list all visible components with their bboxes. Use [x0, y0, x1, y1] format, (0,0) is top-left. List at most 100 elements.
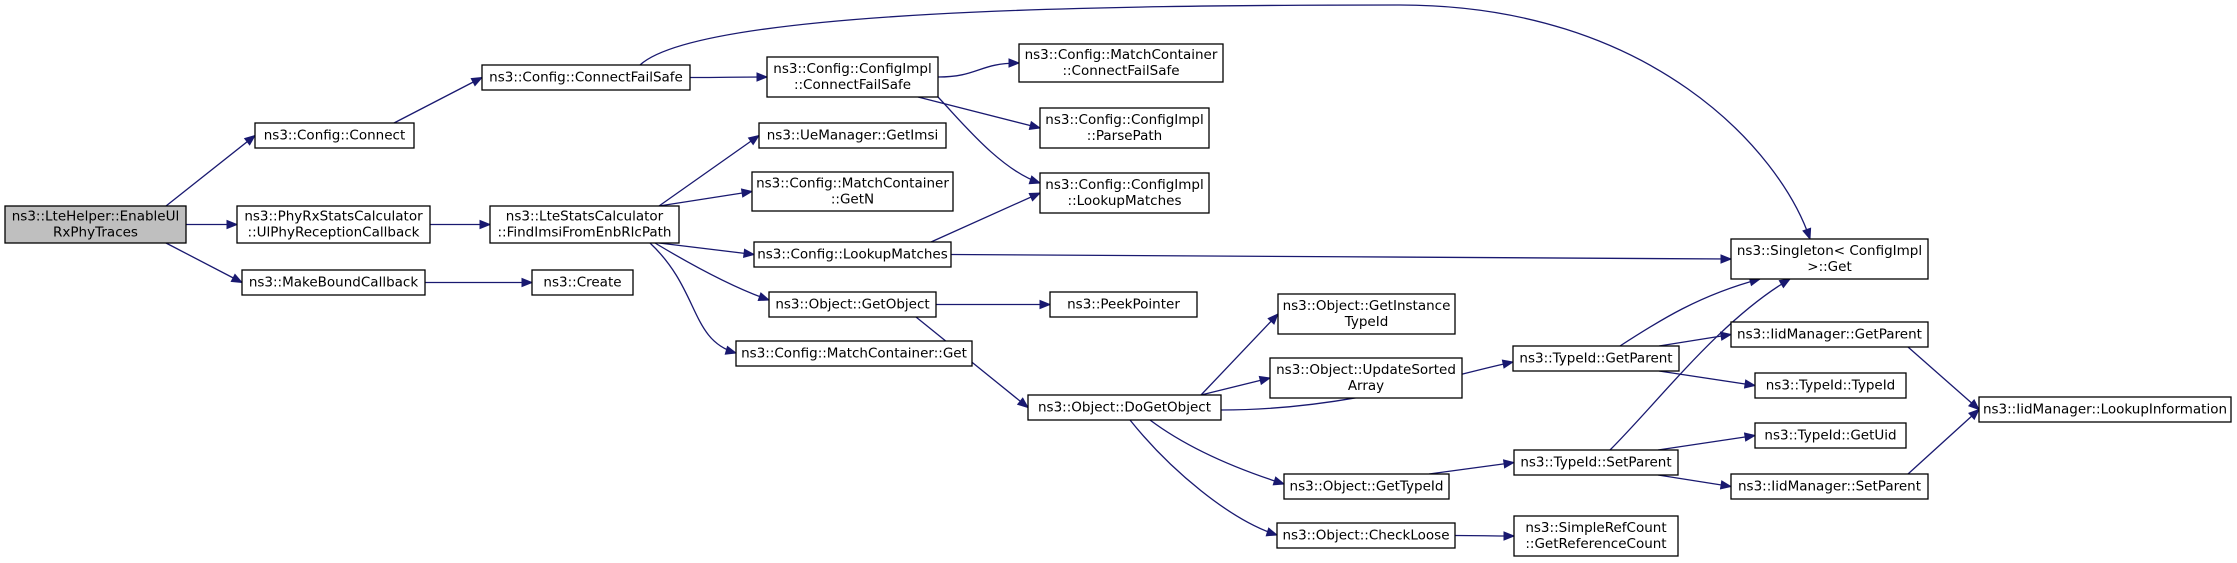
- edge-cfs-to-cicfs-arrowhead: [756, 72, 769, 82]
- node-box[interactable]: [1730, 473, 1929, 500]
- node-box[interactable]: [1283, 473, 1450, 500]
- node-label: ns3::Config::MatchContainer::Get: [741, 346, 967, 362]
- node-label: ns3::MakeBoundCallback: [249, 275, 419, 291]
- node-box[interactable]: [753, 241, 952, 268]
- edge-tsetparent-to-getuid: [1657, 434, 1756, 451]
- node-phyrx[interactable]: ns3::PhyRxStatsCalculator::UlPhyReceptio…: [236, 205, 431, 244]
- node-box[interactable]: [531, 269, 634, 296]
- node-cilookup[interactable]: ns3::Config::ConfigImpl::LookupMatches: [1039, 172, 1210, 214]
- node-connect[interactable]: ns3::Config::Connect: [254, 122, 415, 149]
- node-box[interactable]: [735, 340, 973, 367]
- edge-lookup-to-singleton-arrowhead: [1720, 254, 1733, 264]
- edge-dogetobj-to-checkloose-arrowhead: [1265, 527, 1279, 537]
- node-gettypeid[interactable]: ns3::Object::GetTypeId: [1283, 473, 1450, 500]
- node-label: ns3::TypeId::GetParent: [1519, 351, 1672, 367]
- node-getuid[interactable]: ns3::TypeId::GetUid: [1754, 422, 1907, 449]
- node-singleton[interactable]: ns3::Singleton< ConfigImpl >::Get: [1730, 238, 1929, 280]
- edge-cicfs-to-cilookup-arrowhead: [1028, 175, 1042, 185]
- node-box[interactable]: [1027, 394, 1222, 421]
- node-mcgetn[interactable]: ns3::Config::MatchContainer::GetN: [751, 171, 954, 212]
- node-box[interactable]: [4, 205, 187, 244]
- node-box[interactable]: [489, 205, 680, 244]
- edge-cicfs-to-mccfs: [937, 62, 1020, 78]
- node-label: ns3::LteStatsCalculator: [506, 209, 664, 225]
- node-box[interactable]: [1049, 291, 1198, 318]
- edge-tsetparent-to-getuid-arrowhead: [1743, 432, 1757, 442]
- node-label: ::FindImsiFromEnbRlcPath: [498, 225, 672, 241]
- node-mkbound[interactable]: ns3::MakeBoundCallback: [241, 269, 426, 296]
- edge-ltestats-to-lookup-arrowhead: [743, 248, 756, 258]
- node-box[interactable]: [1512, 345, 1680, 372]
- node-box[interactable]: [1039, 172, 1210, 214]
- node-lookup[interactable]: ns3::Config::LookupMatches: [753, 241, 952, 268]
- node-label: ::UlPhyReceptionCallback: [248, 225, 420, 241]
- edge-root-to-connect-arrowhead: [243, 134, 257, 146]
- node-create[interactable]: ns3::Create: [531, 269, 634, 296]
- node-box[interactable]: [1513, 449, 1679, 476]
- node-box[interactable]: [1269, 357, 1463, 399]
- node-box[interactable]: [1513, 515, 1679, 557]
- node-parsepath[interactable]: ns3::Config::ConfigImpl::ParsePath: [1039, 107, 1210, 149]
- node-uemgr[interactable]: ns3::UeManager::GetImsi: [758, 122, 947, 149]
- edge-tsetparent-to-iidsetparent-arrowhead: [1719, 480, 1733, 490]
- node-box[interactable]: [768, 291, 937, 318]
- node-label: ns3::IidManager::GetParent: [1737, 327, 1922, 343]
- edge-tgetparent-to-iidgetparent-arrowhead: [1719, 331, 1733, 341]
- node-getobj[interactable]: ns3::Object::GetObject: [768, 291, 937, 318]
- node-box[interactable]: [254, 122, 415, 149]
- node-box[interactable]: [758, 122, 947, 149]
- node-label: ns3::Config::Connect: [264, 128, 406, 144]
- node-lookupinfo[interactable]: ns3::IidManager::LookupInformation: [1978, 396, 2232, 423]
- node-box[interactable]: [1018, 43, 1224, 83]
- node-box[interactable]: [1754, 422, 1907, 449]
- node-mcget[interactable]: ns3::Config::MatchContainer::Get: [735, 340, 973, 367]
- node-label: ns3::Object::DoGetObject: [1038, 400, 1211, 416]
- node-box[interactable]: [1730, 238, 1929, 280]
- node-box[interactable]: [481, 64, 691, 91]
- node-label: ns3::Object::GetTypeId: [1290, 479, 1444, 495]
- node-label: RxPhyTraces: [53, 225, 138, 241]
- node-mccfs[interactable]: ns3::Config::MatchContainer::ConnectFail…: [1018, 43, 1224, 83]
- edge-lookup-to-singleton: [950, 253, 1732, 260]
- node-box[interactable]: [1978, 396, 2232, 423]
- edge-root-to-mkbound-arrowhead: [230, 273, 244, 284]
- node-ltestats[interactable]: ns3::LteStatsCalculator::FindImsiFromEnb…: [489, 205, 680, 244]
- node-box[interactable]: [1039, 107, 1210, 149]
- node-tsetparent[interactable]: ns3::TypeId::SetParent: [1513, 449, 1679, 476]
- node-label: ns3::Config::ConfigImpl: [773, 61, 931, 77]
- node-label: ns3::Config::LookupMatches: [757, 247, 948, 263]
- edge-iidgetparent-to-lookupinfo-arrowhead: [1967, 399, 1981, 411]
- node-box[interactable]: [1730, 321, 1929, 348]
- node-label: ns3::Config::ConfigImpl: [1045, 177, 1203, 193]
- node-label: TypeId: [1344, 314, 1389, 330]
- node-tgetparent[interactable]: ns3::TypeId::GetParent: [1512, 345, 1680, 372]
- node-srcget[interactable]: ns3::SimpleRefCount::GetReferenceCount: [1513, 515, 1679, 557]
- node-box[interactable]: [1277, 293, 1456, 335]
- edge-checkloose-to-srcget-arrowhead: [1503, 531, 1516, 541]
- edge-tsetparent-to-singleton: [1609, 278, 1791, 451]
- edge-tgetparent-to-typeidtypeid: [1658, 370, 1756, 387]
- node-label: ns3::Object::UpdateSorted: [1276, 362, 1456, 378]
- node-iidgetparent[interactable]: ns3::IidManager::GetParent: [1730, 321, 1929, 348]
- node-box[interactable]: [236, 205, 431, 244]
- node-cfs[interactable]: ns3::Config::ConnectFailSafe: [481, 64, 691, 91]
- edge-dogetobj-to-getinst-arrowhead: [1267, 313, 1279, 325]
- node-box[interactable]: [241, 269, 426, 296]
- node-dogetobj[interactable]: ns3::Object::DoGetObject: [1027, 394, 1222, 421]
- edge-lookup-to-cilookup: [930, 192, 1041, 243]
- node-peek[interactable]: ns3::PeekPointer: [1049, 291, 1198, 318]
- node-box[interactable]: [766, 56, 939, 98]
- node-label: ns3::Object::GetInstance: [1283, 298, 1451, 314]
- node-box[interactable]: [751, 171, 954, 212]
- node-typeidtypeid[interactable]: ns3::TypeId::TypeId: [1754, 372, 1907, 399]
- edge-phyrx-to-ltestats-arrowhead: [479, 219, 492, 230]
- node-cicfs[interactable]: ns3::Config::ConfigImpl::ConnectFailSafe: [766, 56, 939, 98]
- node-iidsetparent[interactable]: ns3::IidManager::SetParent: [1730, 473, 1929, 500]
- node-checkloose[interactable]: ns3::Object::CheckLoose: [1276, 522, 1456, 549]
- node-box[interactable]: [1276, 522, 1456, 549]
- node-label: ns3::UeManager::GetImsi: [767, 128, 938, 144]
- node-box[interactable]: [1754, 372, 1907, 399]
